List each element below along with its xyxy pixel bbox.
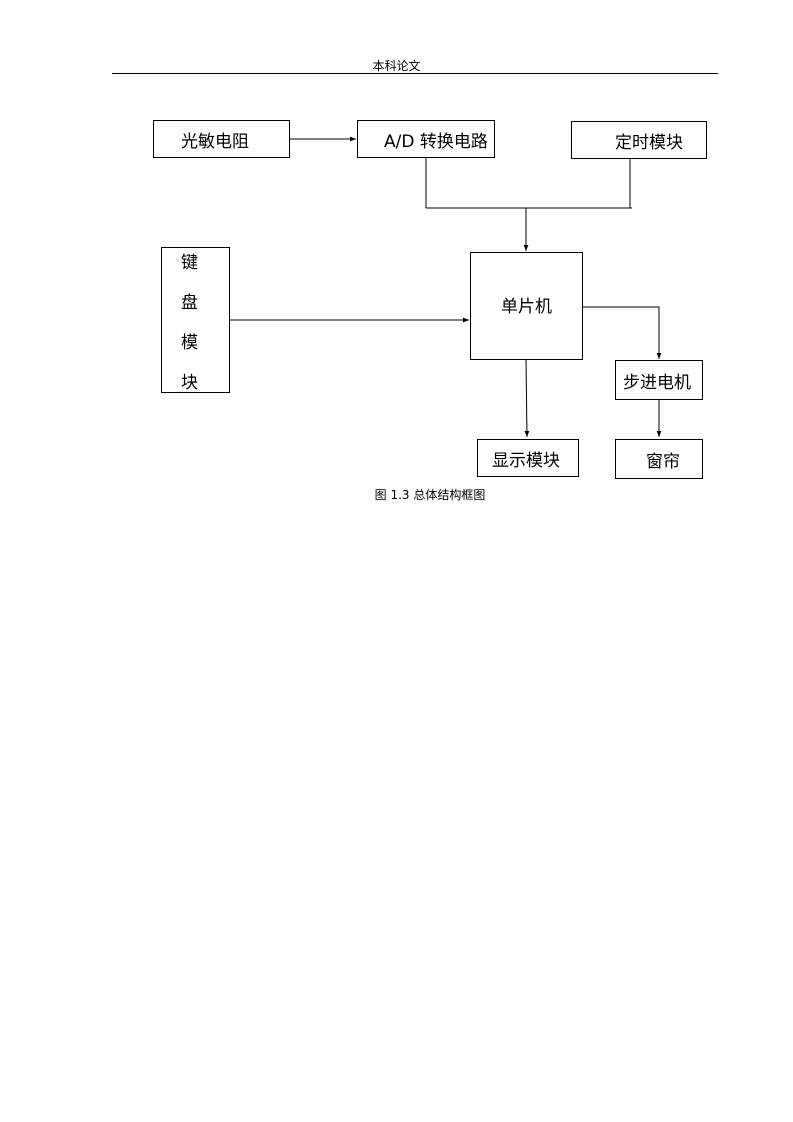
header-title: 本科论文: [372, 59, 421, 73]
figure-caption: 图 1.3 总体结构框图: [374, 488, 486, 502]
node-mcu-label: 单片机: [501, 297, 552, 317]
node-curtain: 窗帘: [615, 439, 703, 479]
edge-mcu-to-stepper: [583, 306, 662, 359]
node-keyboard-char-4: 块: [181, 373, 198, 393]
node-mcu: 单片机: [470, 252, 583, 360]
node-ad-converter: A/D 转换电路: [357, 120, 495, 158]
node-keyboard-char-2: 盘: [181, 293, 198, 313]
node-stepper-motor: 步进电机: [615, 360, 703, 400]
node-photoresistor-label: 光敏电阻: [181, 131, 249, 152]
node-timer-module: 定时模块: [571, 121, 707, 159]
node-photoresistor: 光敏电阻: [153, 120, 290, 158]
node-display-module-label: 显示模块: [492, 450, 560, 471]
node-keyboard-module: 键 盘 模 块: [161, 247, 230, 393]
header-divider: [112, 73, 718, 74]
node-stepper-motor-label: 步进电机: [623, 372, 691, 393]
edge-mcu-to-display: [524, 358, 530, 438]
node-display-module: 显示模块: [477, 439, 579, 477]
node-curtain-label: 窗帘: [646, 451, 680, 472]
node-ad-converter-label: A/D 转换电路: [384, 131, 488, 152]
node-keyboard-char-3: 模: [181, 333, 198, 353]
node-timer-module-label: 定时模块: [615, 132, 683, 153]
node-keyboard-char-1: 键: [181, 253, 198, 273]
